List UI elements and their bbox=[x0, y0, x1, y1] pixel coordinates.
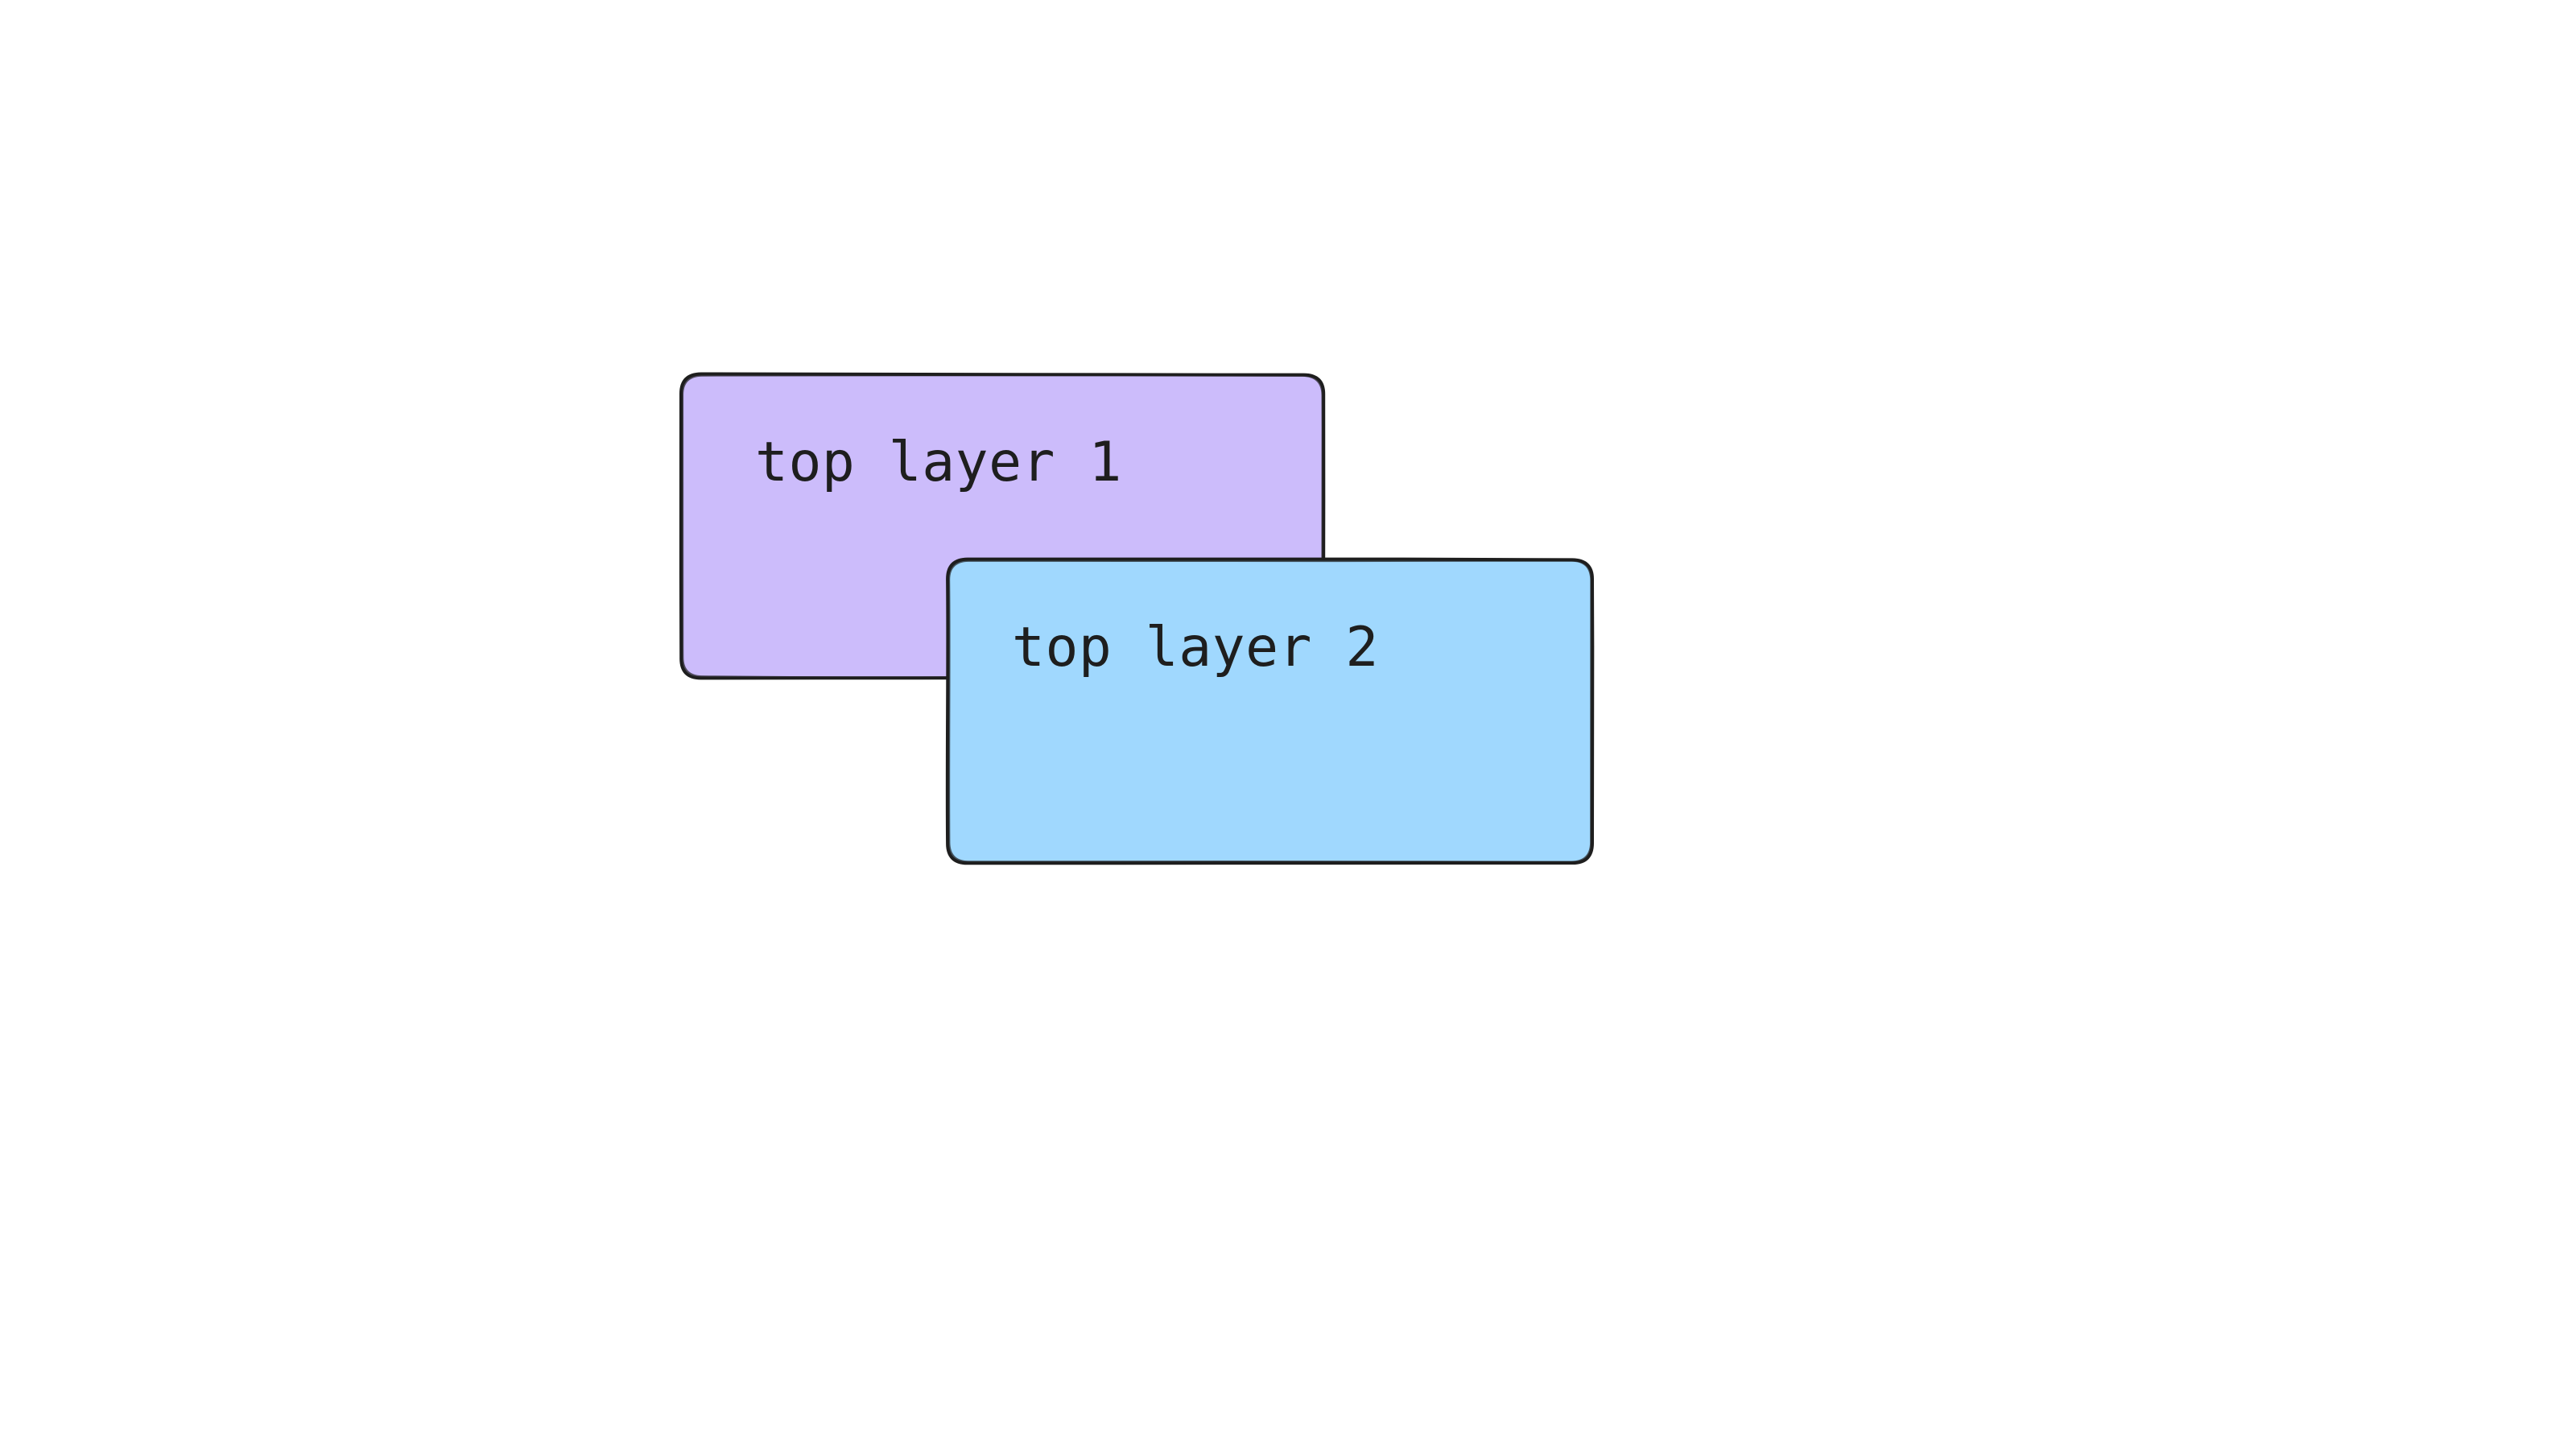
shape-label-top-layer-2: top layer 2 bbox=[1012, 616, 1379, 679]
shape-label-top-layer-1: top layer 1 bbox=[755, 431, 1122, 494]
rounded-rectangle-outline-icon bbox=[945, 557, 1595, 865]
shape-rounded-rectangle-top-layer-2[interactable]: top layer 2 bbox=[941, 553, 1612, 883]
